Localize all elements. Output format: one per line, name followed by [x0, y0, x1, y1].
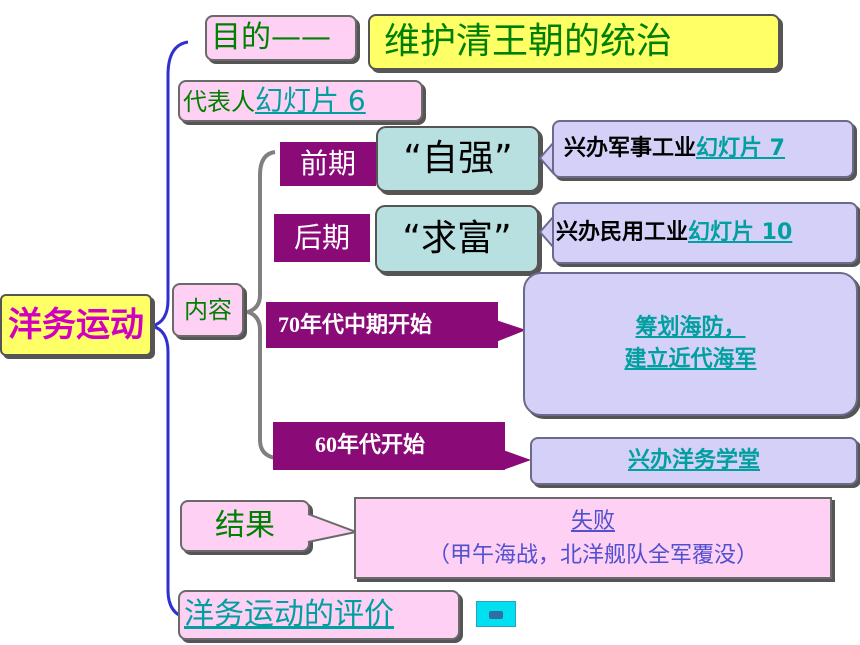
- early-slogan-box: “自强”: [376, 126, 540, 192]
- representatives-label: 代表人: [183, 88, 255, 116]
- early-slogan: “自强”: [403, 138, 513, 179]
- mid70s-arrow: [496, 320, 526, 342]
- sixties-arrow: [503, 450, 531, 470]
- early-detail: 兴办军事工业: [564, 136, 697, 161]
- mid70s-detail-box: 筹划海防， 建立近代海军: [523, 272, 858, 416]
- purpose-value-box: 维护清王朝的统治: [368, 14, 780, 70]
- early-label-box: 前期: [280, 142, 376, 186]
- main-brace: [151, 40, 189, 620]
- late-slogan-box: “求富”: [375, 205, 539, 273]
- sixties-detail-box: 兴办洋务学堂: [530, 437, 858, 485]
- mid70s-detail-line2[interactable]: 建立近代海军: [624, 347, 757, 372]
- purpose-label-box: 目的——: [205, 15, 357, 61]
- sixties-label-box: 60年代开始: [273, 422, 505, 470]
- sixties-detail[interactable]: 兴办洋务学堂: [627, 448, 760, 473]
- late-detail: 兴办民用工业: [556, 220, 689, 245]
- late-link[interactable]: 幻灯片 10: [688, 220, 793, 245]
- early-label: 前期: [299, 147, 356, 180]
- evaluation-link[interactable]: 洋务运动的评价: [184, 597, 394, 632]
- late-label-box: 后期: [274, 214, 370, 262]
- mid70s-label-box: 70年代中期开始: [266, 302, 498, 348]
- representatives-link[interactable]: 幻灯片 6: [255, 84, 366, 117]
- purpose-label: 目的——: [211, 20, 331, 55]
- late-label: 后期: [293, 221, 350, 254]
- late-pointer: [538, 215, 555, 249]
- sixties-label: 60年代开始: [315, 432, 426, 457]
- purpose-value: 维护清王朝的统治: [384, 21, 673, 62]
- late-detail-box: 兴办民用工业幻灯片 10: [552, 202, 858, 264]
- result-pointer: [307, 513, 358, 543]
- result-label-box: 结果: [180, 500, 310, 552]
- result-label: 结果: [215, 508, 275, 543]
- result-link[interactable]: 失败: [570, 509, 615, 534]
- representatives-box: 代表人幻灯片 6: [178, 80, 423, 122]
- evaluation-box: 洋务运动的评价: [178, 590, 460, 640]
- early-pointer: [538, 141, 555, 175]
- main-title-box: 洋务运动: [0, 294, 152, 356]
- mid70s-detail-line1[interactable]: 筹划海防，: [635, 315, 746, 340]
- content-brace: [241, 150, 276, 460]
- early-detail-box: 兴办军事工业幻灯片 7: [552, 120, 854, 178]
- result-detail-box: 失败 （甲午海战，北洋舰队全军覆没）: [354, 497, 832, 579]
- main-title: 洋务运动: [8, 305, 144, 345]
- result-detail: （甲午海战，北洋舰队全军覆没）: [427, 543, 758, 568]
- late-slogan: “求富”: [402, 218, 512, 259]
- mid70s-label: 70年代中期开始: [278, 312, 433, 337]
- content-label: 内容: [184, 296, 232, 324]
- video-camera-icon[interactable]: [476, 601, 516, 627]
- content-label-box: 内容: [172, 283, 244, 337]
- early-link[interactable]: 幻灯片 7: [696, 136, 785, 161]
